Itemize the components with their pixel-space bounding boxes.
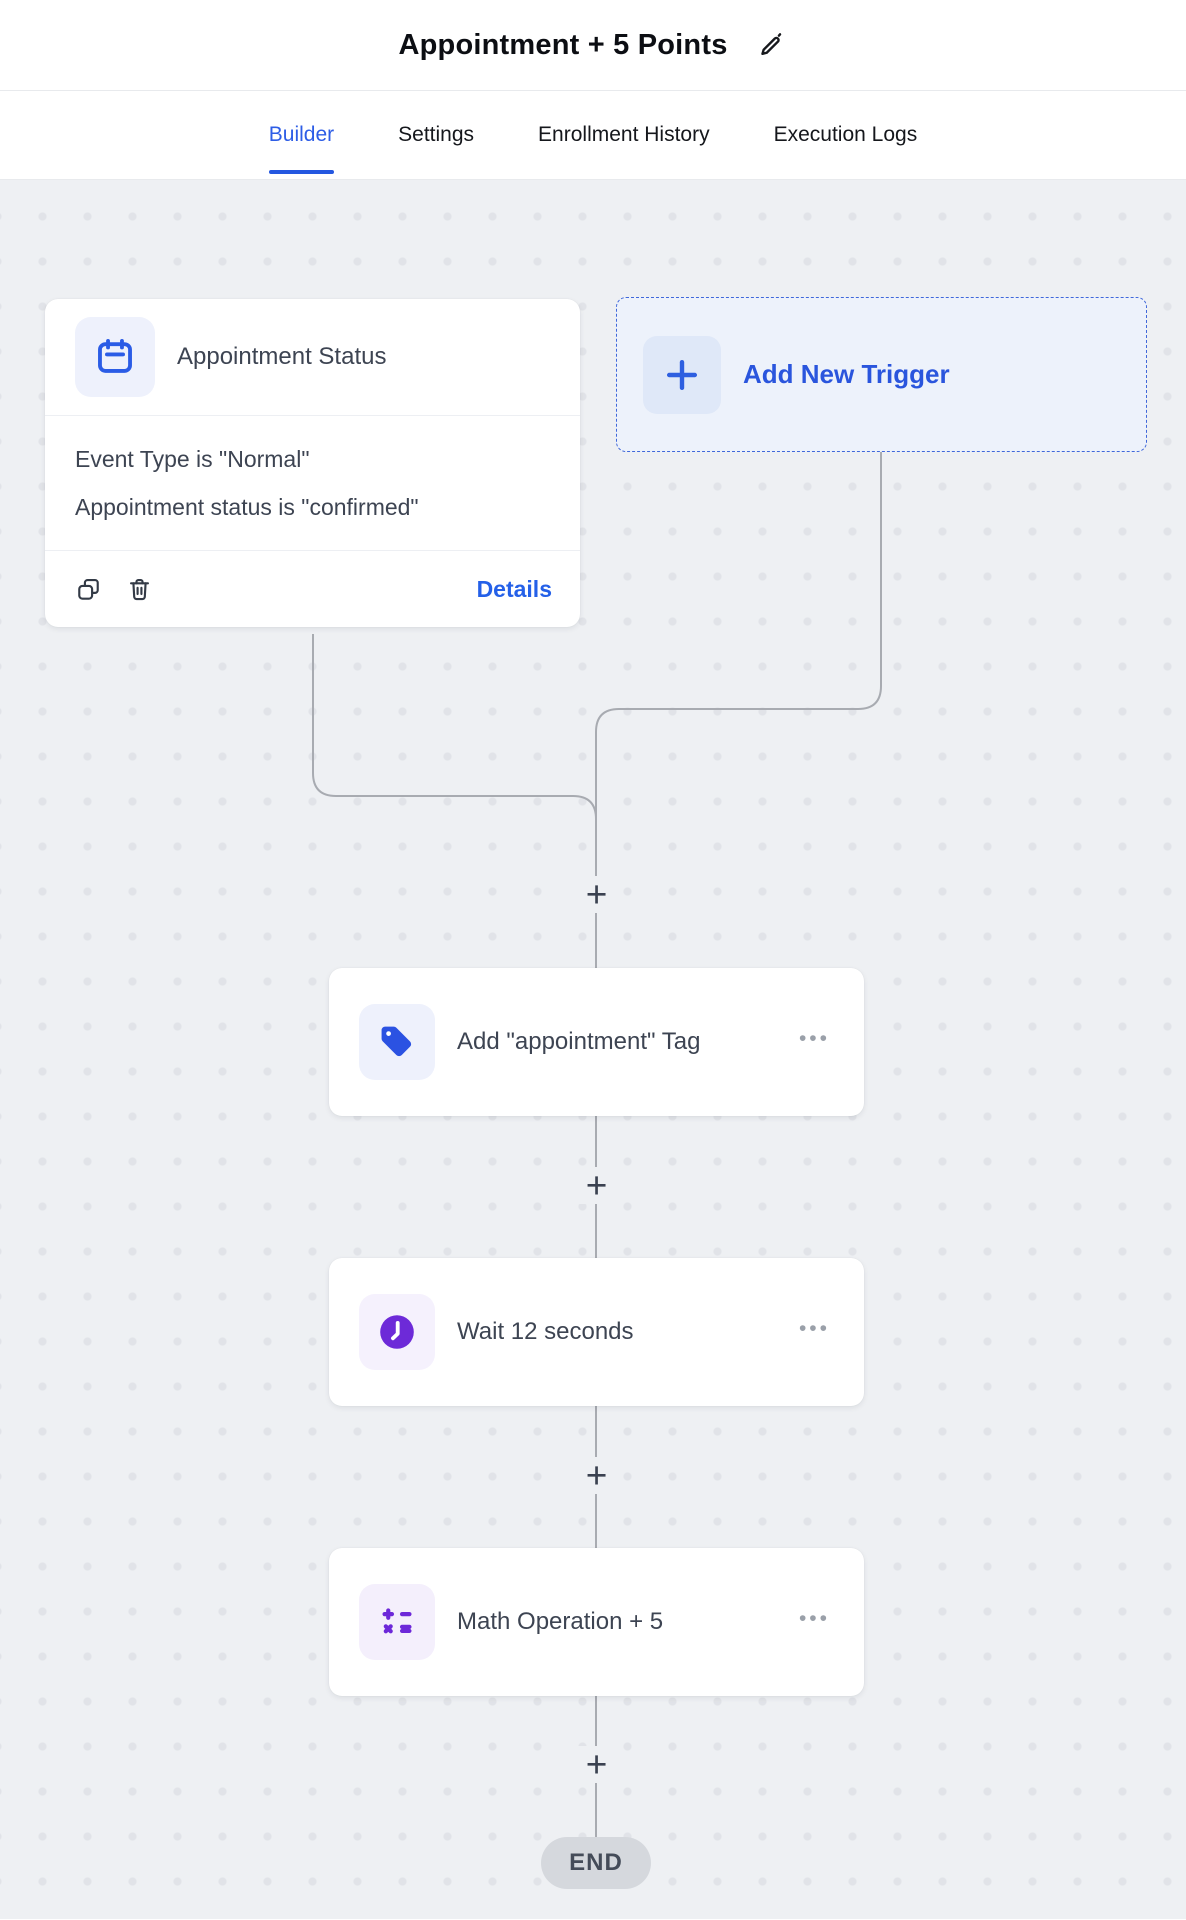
ellipsis-icon[interactable]: ••• <box>799 1608 830 1637</box>
trigger-title: Appointment Status <box>177 343 387 370</box>
math-icon <box>376 1601 418 1643</box>
trash-icon <box>126 576 153 603</box>
ellipsis-icon[interactable]: ••• <box>799 1318 830 1347</box>
add-new-trigger-label: Add New Trigger <box>743 359 950 389</box>
plus-icon <box>660 353 704 397</box>
action-card-add-tag[interactable]: Add "appointment" Tag ••• <box>329 968 864 1116</box>
tab-enrollment-history[interactable]: Enrollment History <box>538 91 710 179</box>
action-card-math-operation[interactable]: Math Operation + 5 ••• <box>329 1548 864 1696</box>
add-step-button[interactable]: + <box>578 1746 615 1783</box>
trigger-conditions: Event Type is "Normal" Appointment statu… <box>45 415 580 550</box>
trigger-details-link[interactable]: Details <box>476 575 552 602</box>
workflow-canvas[interactable]: Appointment Status Event Type is "Normal… <box>0 180 1186 1919</box>
add-step-button[interactable]: + <box>578 1457 615 1494</box>
add-step-button[interactable]: + <box>578 876 615 913</box>
calendar-icon <box>93 335 137 379</box>
trigger-icon-box <box>75 317 155 397</box>
action-icon-box <box>359 1004 435 1080</box>
delete-trigger-button[interactable] <box>126 576 153 603</box>
trigger-condition: Event Type is "Normal" <box>75 446 310 472</box>
page-title: Appointment + 5 Points <box>398 28 728 61</box>
edit-title-button[interactable] <box>754 28 788 62</box>
trigger-card-appointment-status[interactable]: Appointment Status Event Type is "Normal… <box>45 299 580 627</box>
end-node: END <box>541 1837 651 1889</box>
ellipsis-icon[interactable]: ••• <box>799 1028 830 1057</box>
trigger-card-header: Appointment Status <box>45 299 580 415</box>
copy-trigger-button[interactable] <box>75 576 102 603</box>
action-card-wait[interactable]: Wait 12 seconds ••• <box>329 1258 864 1406</box>
add-step-button[interactable]: + <box>578 1167 615 1204</box>
tab-bar: Builder Settings Enrollment History Exec… <box>0 91 1186 180</box>
header: Appointment + 5 Points <box>0 0 1186 91</box>
action-title: Add "appointment" Tag <box>457 1028 701 1055</box>
tag-icon <box>376 1021 418 1063</box>
trigger-condition: Appointment status is "confirmed" <box>75 494 419 520</box>
pencil-icon <box>755 29 787 61</box>
copy-icon <box>75 576 102 603</box>
clock-icon <box>376 1311 418 1353</box>
trigger-card-footer: Details <box>45 550 580 627</box>
add-new-trigger-button[interactable]: Add New Trigger <box>616 297 1147 452</box>
tab-builder[interactable]: Builder <box>268 91 335 179</box>
action-title: Math Operation + 5 <box>457 1608 664 1635</box>
add-trigger-icon-box <box>643 335 721 414</box>
action-icon-box <box>359 1584 435 1660</box>
action-icon-box <box>359 1294 435 1370</box>
action-title: Wait 12 seconds <box>457 1318 634 1345</box>
tab-settings[interactable]: Settings <box>398 91 474 179</box>
tab-execution-logs[interactable]: Execution Logs <box>774 91 918 179</box>
